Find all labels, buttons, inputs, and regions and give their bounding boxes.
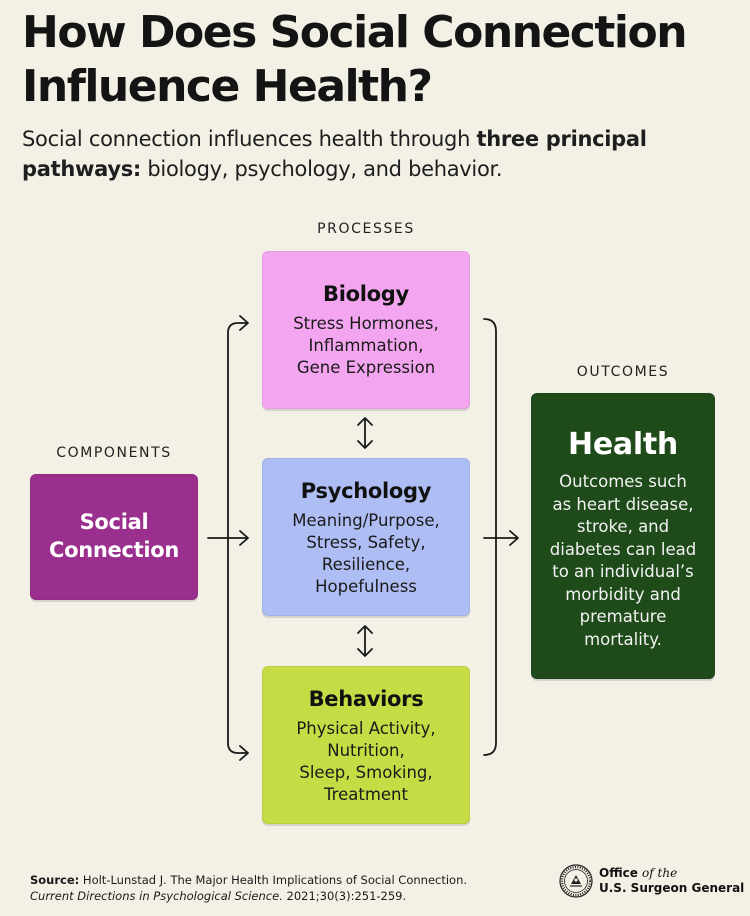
office-word: Office — [599, 866, 638, 880]
process-psychology-box: Psychology Meaning/Purpose, Stress, Safe… — [262, 458, 470, 616]
arrow-psychology-behaviors — [357, 625, 373, 657]
subtitle-post: biology, psychology, and behavior. — [141, 157, 503, 181]
source-citation-detail: 2021;30(3):251-259. — [282, 889, 407, 903]
component-title: Social Connection — [30, 508, 198, 564]
source-label: Source: — [30, 873, 80, 887]
process-behaviors-details: Physical Activity, Nutrition, Sleep, Smo… — [262, 718, 470, 806]
behaviors-line: Nutrition, — [327, 741, 405, 760]
psychology-line: Resilience, — [321, 555, 411, 574]
office-line-1: Office of the — [599, 866, 744, 881]
biology-line: Inflammation, — [308, 336, 424, 355]
process-biology-box: Biology Stress Hormones, Inflammation, G… — [262, 251, 470, 409]
psychology-line: Hopefulness — [315, 577, 417, 596]
processes-label: PROCESSES — [317, 221, 415, 237]
office-of-the: of the — [642, 866, 678, 880]
component-title-line-1: Social — [79, 510, 149, 534]
outcome-line: morbidity and — [565, 584, 681, 604]
outcome-health-box: Health Outcomes such as heart disease, s… — [531, 393, 715, 679]
outcomes-label: OUTCOMES — [576, 364, 670, 380]
biology-line: Stress Hormones, — [293, 314, 439, 333]
source-text: Holt-Lunstad J. The Major Health Implica… — [79, 873, 468, 887]
process-biology-details: Stress Hormones, Inflammation, Gene Expr… — [262, 313, 470, 379]
page-subtitle: Social connection influences health thro… — [22, 124, 722, 184]
title-line-1: How Does Social Connection — [22, 7, 688, 58]
outcome-line: stroke, and — [576, 517, 670, 536]
process-psychology-details: Meaning/Purpose, Stress, Safety, Resilie… — [262, 510, 470, 598]
arrow-biology-psychology — [357, 417, 373, 449]
outcome-line: mortality. — [584, 629, 662, 649]
surgeon-general-seal-icon — [559, 864, 593, 898]
behaviors-line: Sleep, Smoking, — [299, 763, 433, 782]
process-behaviors-title: Behaviors — [308, 687, 424, 711]
component-title-line-2: Connection — [48, 538, 180, 562]
office-name: U.S. Surgeon General — [599, 881, 745, 895]
subtitle-pre: Social connection influences health thro… — [22, 127, 477, 151]
process-psychology-title: Psychology — [300, 479, 432, 503]
psychology-line: Stress, Safety, — [306, 533, 426, 552]
outcome-line: Outcomes such — [559, 472, 687, 491]
arrow-component-to-biology — [227, 315, 249, 761]
component-social-connection-box: Social Connection — [30, 474, 198, 600]
outcome-line: to an individual’s — [552, 562, 694, 581]
page-title: How Does Social Connection Influence Hea… — [22, 6, 742, 114]
arrow-to-health — [483, 530, 519, 546]
outcome-line: as heart disease, — [552, 494, 694, 514]
biology-line: Gene Expression — [296, 358, 436, 377]
source-journal: Current Directions in Psychological Scie… — [30, 889, 283, 903]
outcome-details: Outcomes such as heart disease, stroke, … — [531, 471, 715, 651]
outcome-line: premature — [579, 607, 667, 626]
arrow-processes-bracket — [483, 318, 497, 756]
psychology-line: Meaning/Purpose, — [292, 511, 440, 530]
process-biology-title: Biology — [323, 282, 409, 306]
outcome-line: diabetes can lead — [549, 539, 697, 559]
outcome-title: Health — [568, 427, 678, 462]
subtitle-bold: three principal pathways: — [22, 127, 647, 181]
behaviors-line: Physical Activity, — [296, 719, 436, 738]
office-of-surgeon-general: Office of the U.S. Surgeon General — [599, 866, 744, 896]
process-behaviors-box: Behaviors Physical Activity, Nutrition, … — [262, 666, 470, 824]
title-line-2: Influence Health? — [22, 61, 433, 112]
components-label: COMPONENTS — [56, 445, 172, 461]
source-citation: Source: Holt-Lunstad J. The Major Health… — [30, 872, 530, 904]
behaviors-line: Treatment — [324, 785, 408, 804]
